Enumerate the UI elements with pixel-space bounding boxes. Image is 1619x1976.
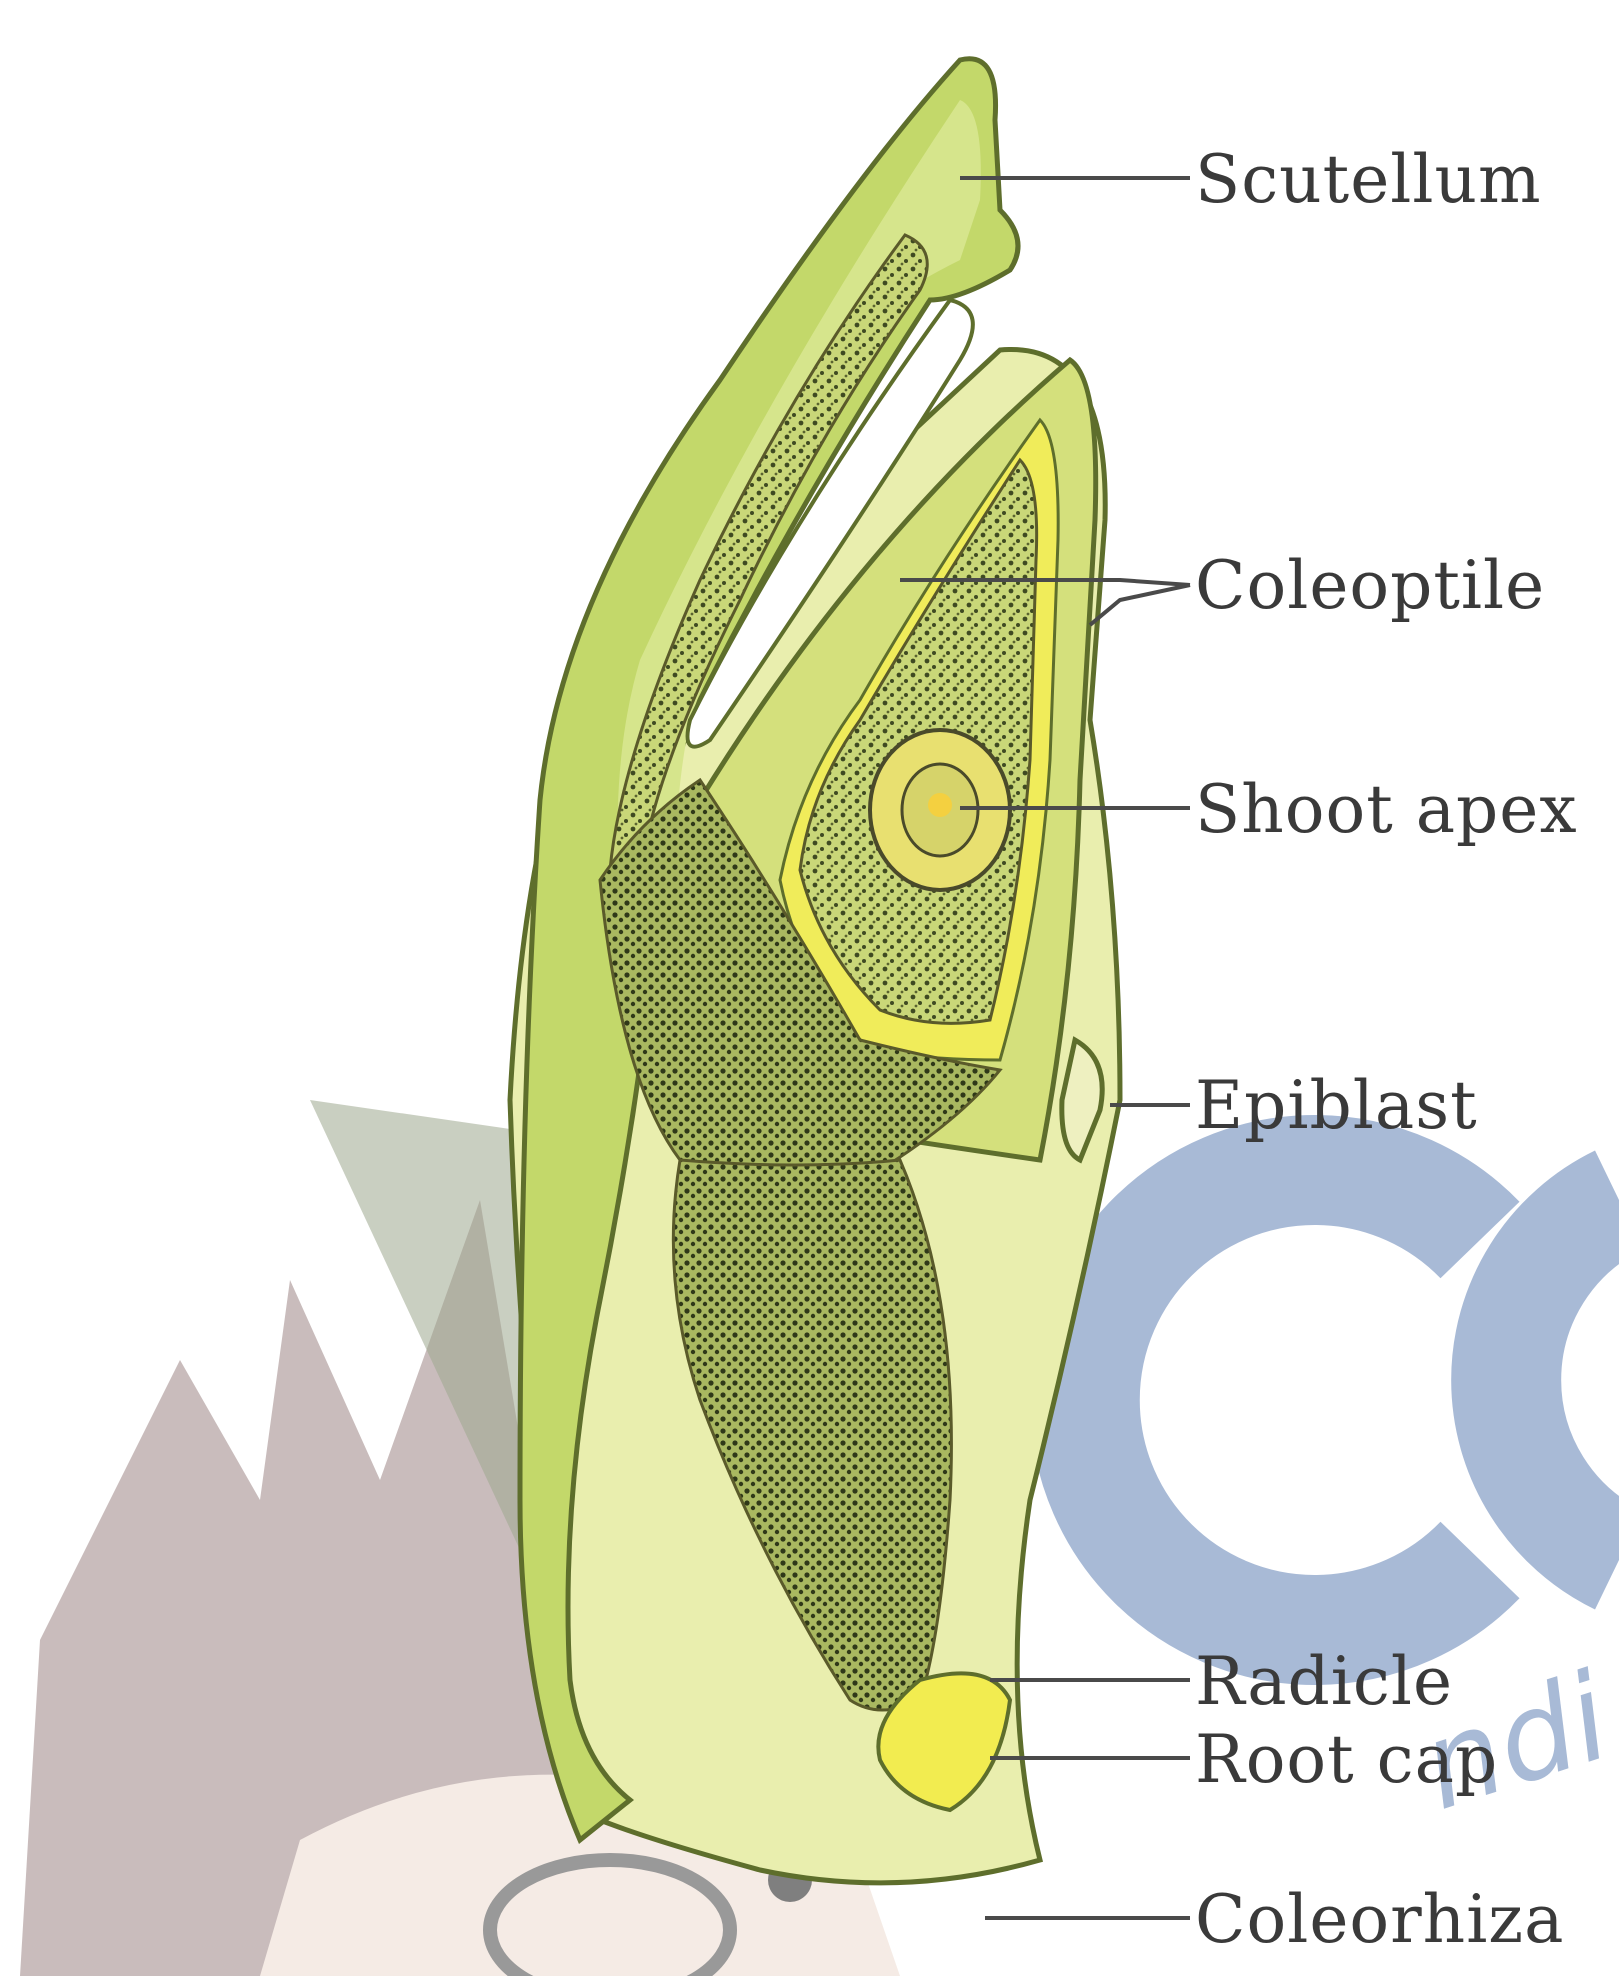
leader-coleoptile-outer [1090, 585, 1190, 625]
watermark-c-letter [1085, 1170, 1480, 1630]
label-scutellum: Scutellum [1195, 141, 1542, 218]
label-coleorhiza: Coleorhiza [1195, 1881, 1564, 1958]
watermark-o-letter [1506, 1200, 1619, 1560]
label-root-cap: Root cap [1195, 1721, 1498, 1798]
embryo-body [510, 59, 1120, 1883]
label-epiblast: Epiblast [1195, 1067, 1478, 1144]
label-shoot-apex: Shoot apex [1195, 771, 1578, 848]
label-coleoptile: Coleoptile [1195, 547, 1545, 624]
label-radicle: Radicle [1195, 1643, 1453, 1720]
